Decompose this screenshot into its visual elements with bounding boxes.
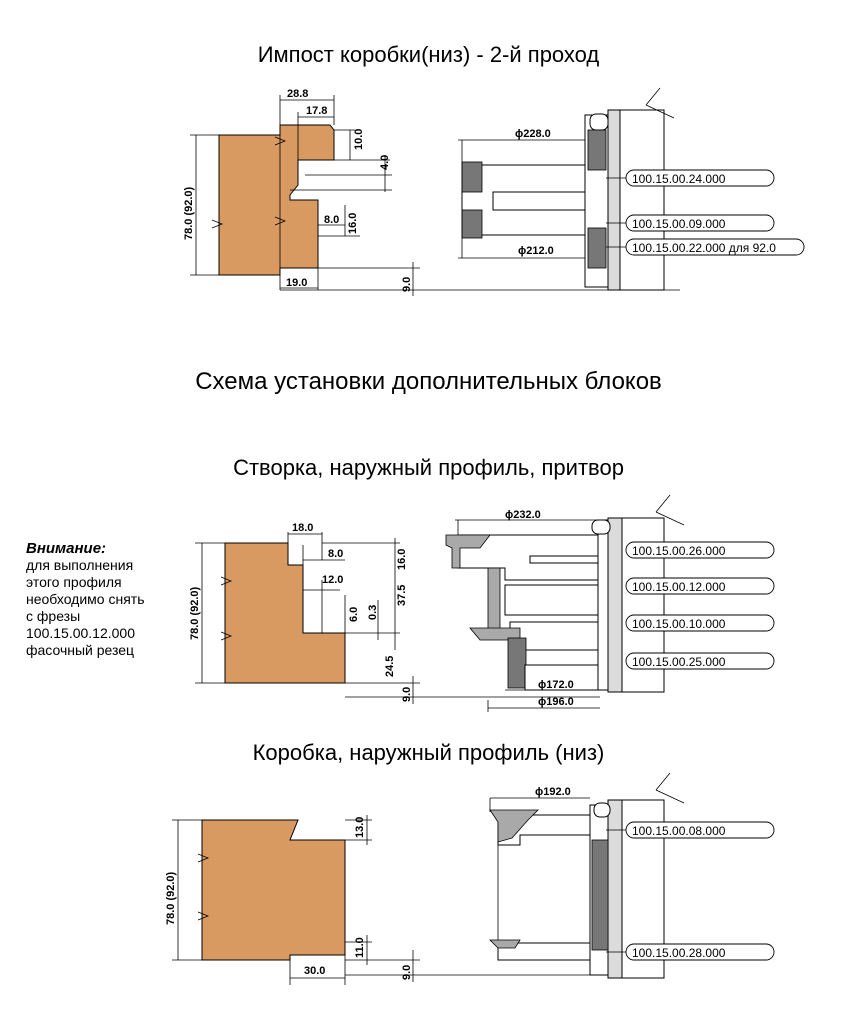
- stvorka-profile: 18.0 8.0 16.0 12.0 37.5 6.0 0.3 24.5 78.…: [189, 522, 600, 704]
- warning-heading: Внимание:: [26, 540, 107, 557]
- stvorka-diameter-232: ϕ232.0: [505, 509, 541, 521]
- korobka-diameter-192: ϕ192.0: [535, 786, 571, 798]
- korobka-profile: 13.0 78.0 (92.0) 11.0 30.0 9.0: [165, 815, 610, 985]
- warning-note: Внимание: для выполнения этого профиля н…: [26, 540, 201, 659]
- impost-dim-9: 9.0: [401, 277, 413, 292]
- korobka-dim-11: 11.0: [354, 937, 366, 958]
- stvorka-dim-0-3: 0.3: [367, 605, 379, 620]
- impost-dim-height: 78.0 (92.0): [183, 186, 195, 240]
- impost-cutter: ϕ228.0 ϕ212.0 100.15.00.24.000 100.15.00…: [458, 87, 805, 291]
- korobka-part-label: 100.15.00.28.000: [632, 946, 726, 960]
- impost-dim-17-8: 17.8: [306, 105, 327, 117]
- stvorka-part-label: 100.15.00.26.000: [632, 544, 726, 558]
- stvorka-cutter: ϕ232.0 ϕ172.0 ϕ196.0 100.15.00.26.000 10…: [445, 494, 775, 712]
- impost-part-label: 100.15.00.09.000: [632, 217, 726, 231]
- korobka-dim-13: 13.0: [354, 817, 366, 838]
- stvorka-dim-24-5: 24.5: [384, 656, 396, 677]
- stvorka-part-label: 100.15.00.12.000: [632, 580, 726, 594]
- stvorka-dim-8: 8.0: [328, 548, 343, 560]
- impost-title: Импост коробки(низ) - 2-й проход: [257, 42, 600, 67]
- korobka-dim-9: 9.0: [401, 965, 413, 980]
- stvorka-dim-16: 16.0: [396, 549, 408, 570]
- stvorka-dim-12: 12.0: [322, 574, 343, 586]
- warning-line: этого профиля: [26, 574, 122, 590]
- stvorka-dim-height: 78.0 (92.0): [189, 586, 201, 640]
- warning-line: с фрезы: [26, 608, 81, 624]
- korobka-title: Коробка, наружный профиль (низ): [252, 740, 605, 765]
- korobka-cutter: ϕ192.0 100.15.00.08.000 100.15.00.28.000: [489, 772, 775, 979]
- impost-diameter-228: ϕ228.0: [515, 128, 551, 140]
- impost-dim-16: 16.0: [347, 213, 359, 234]
- korobka-dim-height: 78.0 (92.0): [165, 871, 177, 925]
- impost-dim-4: 4.0: [379, 155, 391, 170]
- impost-diameter-212: ϕ212.0: [518, 245, 554, 257]
- impost-dim-8: 8.0: [324, 214, 339, 226]
- stvorka-dim-18: 18.0: [292, 522, 313, 534]
- stvorka-dim-9: 9.0: [401, 687, 413, 702]
- stvorka-dim-37-5: 37.5: [396, 585, 408, 606]
- impost-dim-28-8: 28.8: [287, 88, 308, 100]
- scheme-title: Схема установки дополнительных блоков: [195, 368, 662, 395]
- korobka-part-label: 100.15.00.08.000: [632, 824, 726, 838]
- warning-line: для выполнения: [26, 557, 134, 573]
- stvorka-diameter-172: ϕ172.0: [538, 679, 574, 691]
- warning-line: необходимо снять: [26, 591, 145, 607]
- stvorka-part-label: 100.15.00.10.000: [632, 617, 726, 631]
- stvorka-dim-6: 6.0: [348, 607, 360, 622]
- stvorka-part-label: 100.15.00.25.000: [632, 655, 726, 669]
- stvorka-title: Створка, наружный профиль, притвор: [233, 455, 624, 480]
- impost-part-label: 100.15.00.24.000: [632, 172, 726, 186]
- impost-dim-10: 10.0: [353, 129, 365, 150]
- korobka-dim-30: 30.0: [304, 965, 325, 977]
- impost-profile: 28.8 17.8 10.0 4.0 8.0 16.0 78.0 (92.0) …: [183, 88, 680, 296]
- warning-line: 100.15.00.12.000: [26, 625, 135, 641]
- impost-dim-19: 19.0: [286, 277, 307, 289]
- stvorka-diameter-196: ϕ196.0: [538, 696, 574, 708]
- impost-part-label: 100.15.00.22.000 для 92.0: [632, 241, 776, 255]
- warning-line: фасочный резец: [26, 642, 135, 658]
